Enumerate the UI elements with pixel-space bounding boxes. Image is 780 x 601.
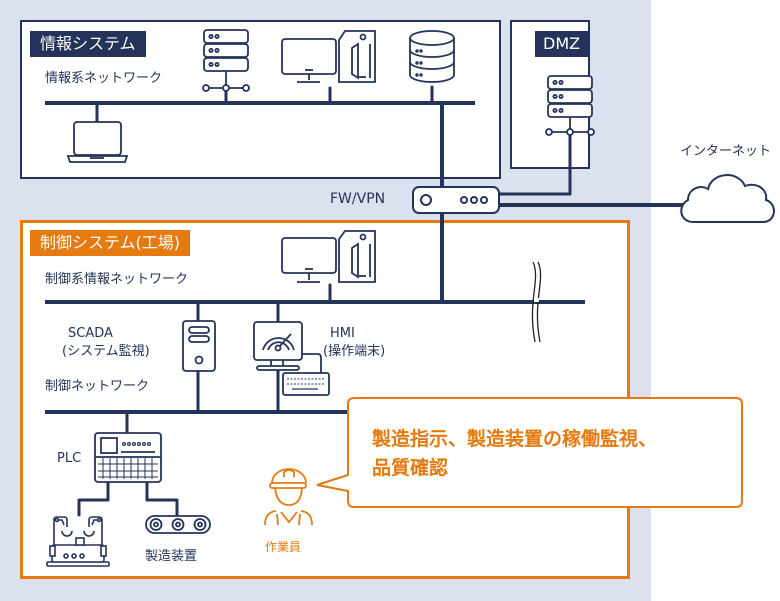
control-desktop-pc-icon xyxy=(281,230,376,283)
info-database-icon xyxy=(409,30,455,83)
worker-icon xyxy=(264,468,313,526)
robot-arm-icon xyxy=(46,516,110,567)
firewall-label: FW/VPN xyxy=(330,191,386,207)
info-desktop-pc-icon xyxy=(281,30,376,83)
control-network-label: 制御ネットワーク xyxy=(45,379,150,394)
control-system-title: 制御システム(工場) xyxy=(30,230,191,256)
dmz-title: DMZ xyxy=(535,31,589,57)
dmz-link xyxy=(496,130,572,196)
control-info-network-label: 制御系情報ネットワーク xyxy=(45,272,189,287)
info-network-label: 情報系ネットワーク xyxy=(45,71,163,86)
firewall-icon xyxy=(412,186,500,214)
hmi-label-line2: (操作端末) xyxy=(323,344,386,359)
scada-label-line2: (システム監視) xyxy=(62,344,150,359)
callout-text: 製造指示、製造装置の稼働監視、 品質確認 xyxy=(372,425,732,483)
info-system-title: 情報システム xyxy=(30,31,146,57)
line-break-mark xyxy=(531,261,542,343)
info-server-icon xyxy=(202,29,250,92)
callout-line1: 製造指示、製造装置の稼働監視、 xyxy=(372,428,658,450)
plc-label: PLC xyxy=(57,451,82,466)
scada-label-line1: SCADA xyxy=(68,326,113,341)
plc-icon xyxy=(94,432,162,483)
callout-line2: 品質確認 xyxy=(372,457,449,479)
hmi-label-line1: HMI xyxy=(330,326,355,341)
internet-label: インターネット xyxy=(680,144,772,159)
equipment-label: 製造装置 xyxy=(145,549,198,564)
hmi-terminal-icon xyxy=(253,321,330,396)
conveyor-icon xyxy=(145,515,211,534)
worker-label: 作業員 xyxy=(265,540,302,554)
dmz-server-icon xyxy=(545,75,595,136)
info-laptop-icon xyxy=(66,121,129,163)
scada-server-icon xyxy=(182,320,216,372)
callout-bubble xyxy=(316,397,743,508)
internet-cloud-icon xyxy=(680,174,775,223)
